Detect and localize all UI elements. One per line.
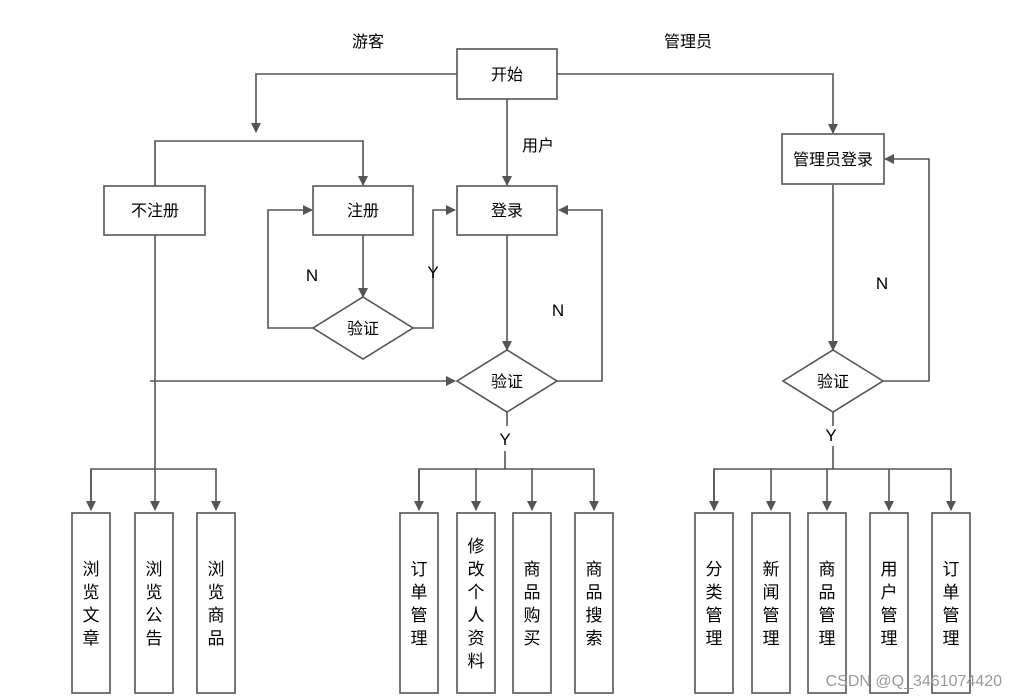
guest-function-label: 浏览公告 <box>146 560 163 649</box>
guest-function-box <box>134 512 174 694</box>
edge-label-register-no: N <box>306 266 318 285</box>
start-node-box <box>456 48 558 100</box>
user-function-label: 商品搜索 <box>586 560 603 649</box>
edge-label-admin-no: N <box>876 274 888 293</box>
edge-label-login-yes: Y <box>499 430 510 449</box>
admin-function-box <box>869 512 909 694</box>
guest-functions-group: 浏览文章 浏览公告 浏览商品 <box>71 512 236 694</box>
admin-function-label: 订单管理 <box>943 560 960 649</box>
edge-label-admin: 管理员 <box>664 32 712 51</box>
verify-login-node: 验证 <box>491 372 523 391</box>
connector-start-admin <box>557 73 838 134</box>
admin-function-box <box>694 512 734 694</box>
connector-admin-fanout <box>713 468 956 511</box>
verify-register-node: 验证 <box>347 319 379 338</box>
user-function-box <box>399 512 439 694</box>
admin-function-label: 用户管理 <box>881 560 898 649</box>
connector-start-guest <box>251 73 457 133</box>
admin-function-box <box>931 512 971 694</box>
user-functions-group: 订单管理 修改个人资料 商品购买 商品搜索 <box>399 512 614 694</box>
connector-login-retry <box>557 205 603 382</box>
verify-admin-node: 验证 <box>817 372 849 391</box>
connector-guest-fanout <box>90 468 221 511</box>
connector-user-fanout <box>418 468 599 511</box>
connector-register-login <box>413 205 456 329</box>
user-function-box <box>574 512 614 694</box>
admin-function-label: 商品管理 <box>819 560 836 649</box>
admin-login-node: 管理员登录 <box>793 150 873 169</box>
user-function-label: 商品购买 <box>524 560 541 649</box>
guest-function-box <box>71 512 111 694</box>
edge-label-login-no: N <box>552 301 564 320</box>
edge-label-guest: 游客 <box>352 32 384 51</box>
user-function-box <box>512 512 552 694</box>
user-function-box <box>456 512 496 694</box>
user-function-label: 订单管理 <box>411 560 428 649</box>
register-node-box <box>312 185 414 236</box>
user-function-label: 修改个人资料 <box>468 537 485 672</box>
edge-label-user: 用户 <box>522 136 554 155</box>
connector-register-retry <box>267 205 313 329</box>
connector-guest-fork <box>154 140 368 186</box>
watermark: CSDN @Q_3461074420 <box>826 673 1002 690</box>
admin-functions-group: 分类管理 新闻管理 商品管理 用户管理 订单管理 <box>694 512 971 694</box>
verify-register-diamond <box>311 296 415 360</box>
guest-function-label: 浏览文章 <box>83 560 100 649</box>
edge-label-register-yes: Y <box>427 263 438 282</box>
register-node: 注册 <box>347 201 379 220</box>
admin-function-box <box>807 512 847 694</box>
login-node: 登录 <box>491 201 523 220</box>
admin-login-node-box <box>781 133 885 185</box>
verify-login-diamond <box>455 349 559 413</box>
connector-admin-retry <box>883 154 930 382</box>
no-register-node: 不注册 <box>131 201 179 220</box>
no-register-node-box <box>103 185 206 236</box>
guest-function-label: 浏览商品 <box>208 560 225 649</box>
admin-function-label: 分类管理 <box>706 560 723 649</box>
login-node-box <box>456 185 558 236</box>
admin-function-box <box>751 512 791 694</box>
verify-admin-diamond <box>781 349 885 413</box>
start-node: 开始 <box>491 65 523 84</box>
edge-label-admin-yes: Y <box>825 426 836 445</box>
admin-function-label: 新闻管理 <box>763 560 780 649</box>
guest-function-box <box>196 512 236 694</box>
